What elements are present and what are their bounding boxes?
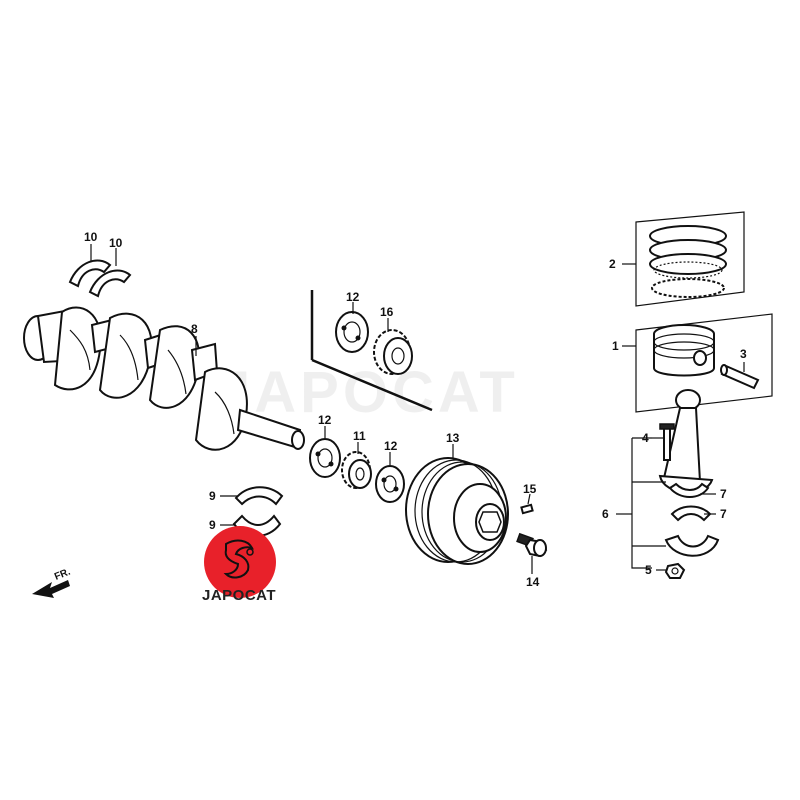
callout-8: 8 — [191, 322, 198, 336]
crankshaft[interactable] — [23, 306, 305, 451]
callout-3: 3 — [740, 347, 747, 361]
callout-10a: 10 — [84, 230, 98, 244]
front-direction-label: FR. — [53, 566, 72, 582]
callout-1: 1 — [612, 339, 619, 353]
logo-glyph-icon — [223, 539, 254, 579]
callout-12c: 12 — [384, 439, 398, 453]
oil-pump-drive-gear-upper[interactable] — [335, 311, 369, 353]
thrust-washer-right[interactable] — [88, 269, 132, 298]
timing-sprocket-11[interactable] — [341, 451, 372, 489]
sprocket-16[interactable] — [373, 329, 413, 375]
logo-text: JAPOCAT — [202, 587, 276, 604]
rod-nut[interactable] — [664, 562, 686, 579]
callout-7b: 7 — [720, 507, 727, 521]
rod-bolt[interactable] — [659, 423, 675, 461]
pulley-bolt[interactable] — [516, 532, 548, 558]
main-bearing-upper[interactable] — [234, 486, 284, 506]
rod-cap[interactable] — [664, 534, 720, 557]
callout-12b: 12 — [318, 413, 332, 427]
bracket-6 — [631, 438, 652, 569]
logo-circle — [204, 526, 276, 598]
callout-4: 4 — [642, 431, 649, 445]
oil-pump-drive-gear-lower[interactable] — [309, 438, 341, 478]
piston-ring-set[interactable] — [635, 211, 745, 307]
callout-9a: 9 — [209, 489, 216, 503]
rod-bearing-upper[interactable] — [668, 482, 710, 498]
section-line-b — [311, 358, 433, 412]
woodruff-key[interactable] — [520, 503, 534, 515]
callout-12a: 12 — [346, 290, 360, 304]
callout-9b: 9 — [209, 518, 216, 532]
callout-11: 11 — [353, 429, 366, 443]
watermark-text: JAPOCAT — [218, 360, 519, 425]
callout-5: 5 — [645, 563, 652, 577]
piston-pin[interactable] — [720, 364, 760, 390]
japocat-logo: JAPOCAT — [202, 526, 276, 604]
callout-15: 15 — [523, 482, 537, 496]
callout-7a: 7 — [720, 487, 727, 501]
crankshaft-pulley[interactable] — [405, 457, 509, 565]
callout-16: 16 — [380, 305, 394, 319]
callout-10b: 10 — [109, 236, 123, 250]
oil-pump-gear-12[interactable] — [375, 465, 405, 503]
callout-13: 13 — [446, 431, 460, 445]
piston[interactable] — [635, 313, 773, 413]
leader-15 — [527, 493, 531, 505]
callout-2: 2 — [609, 257, 616, 271]
callout-14: 14 — [526, 575, 540, 589]
front-direction-arrow-icon — [32, 580, 70, 598]
thrust-washer-left[interactable] — [68, 259, 112, 288]
rod-bearing-lower[interactable] — [670, 505, 712, 522]
callout-6: 6 — [602, 507, 609, 521]
